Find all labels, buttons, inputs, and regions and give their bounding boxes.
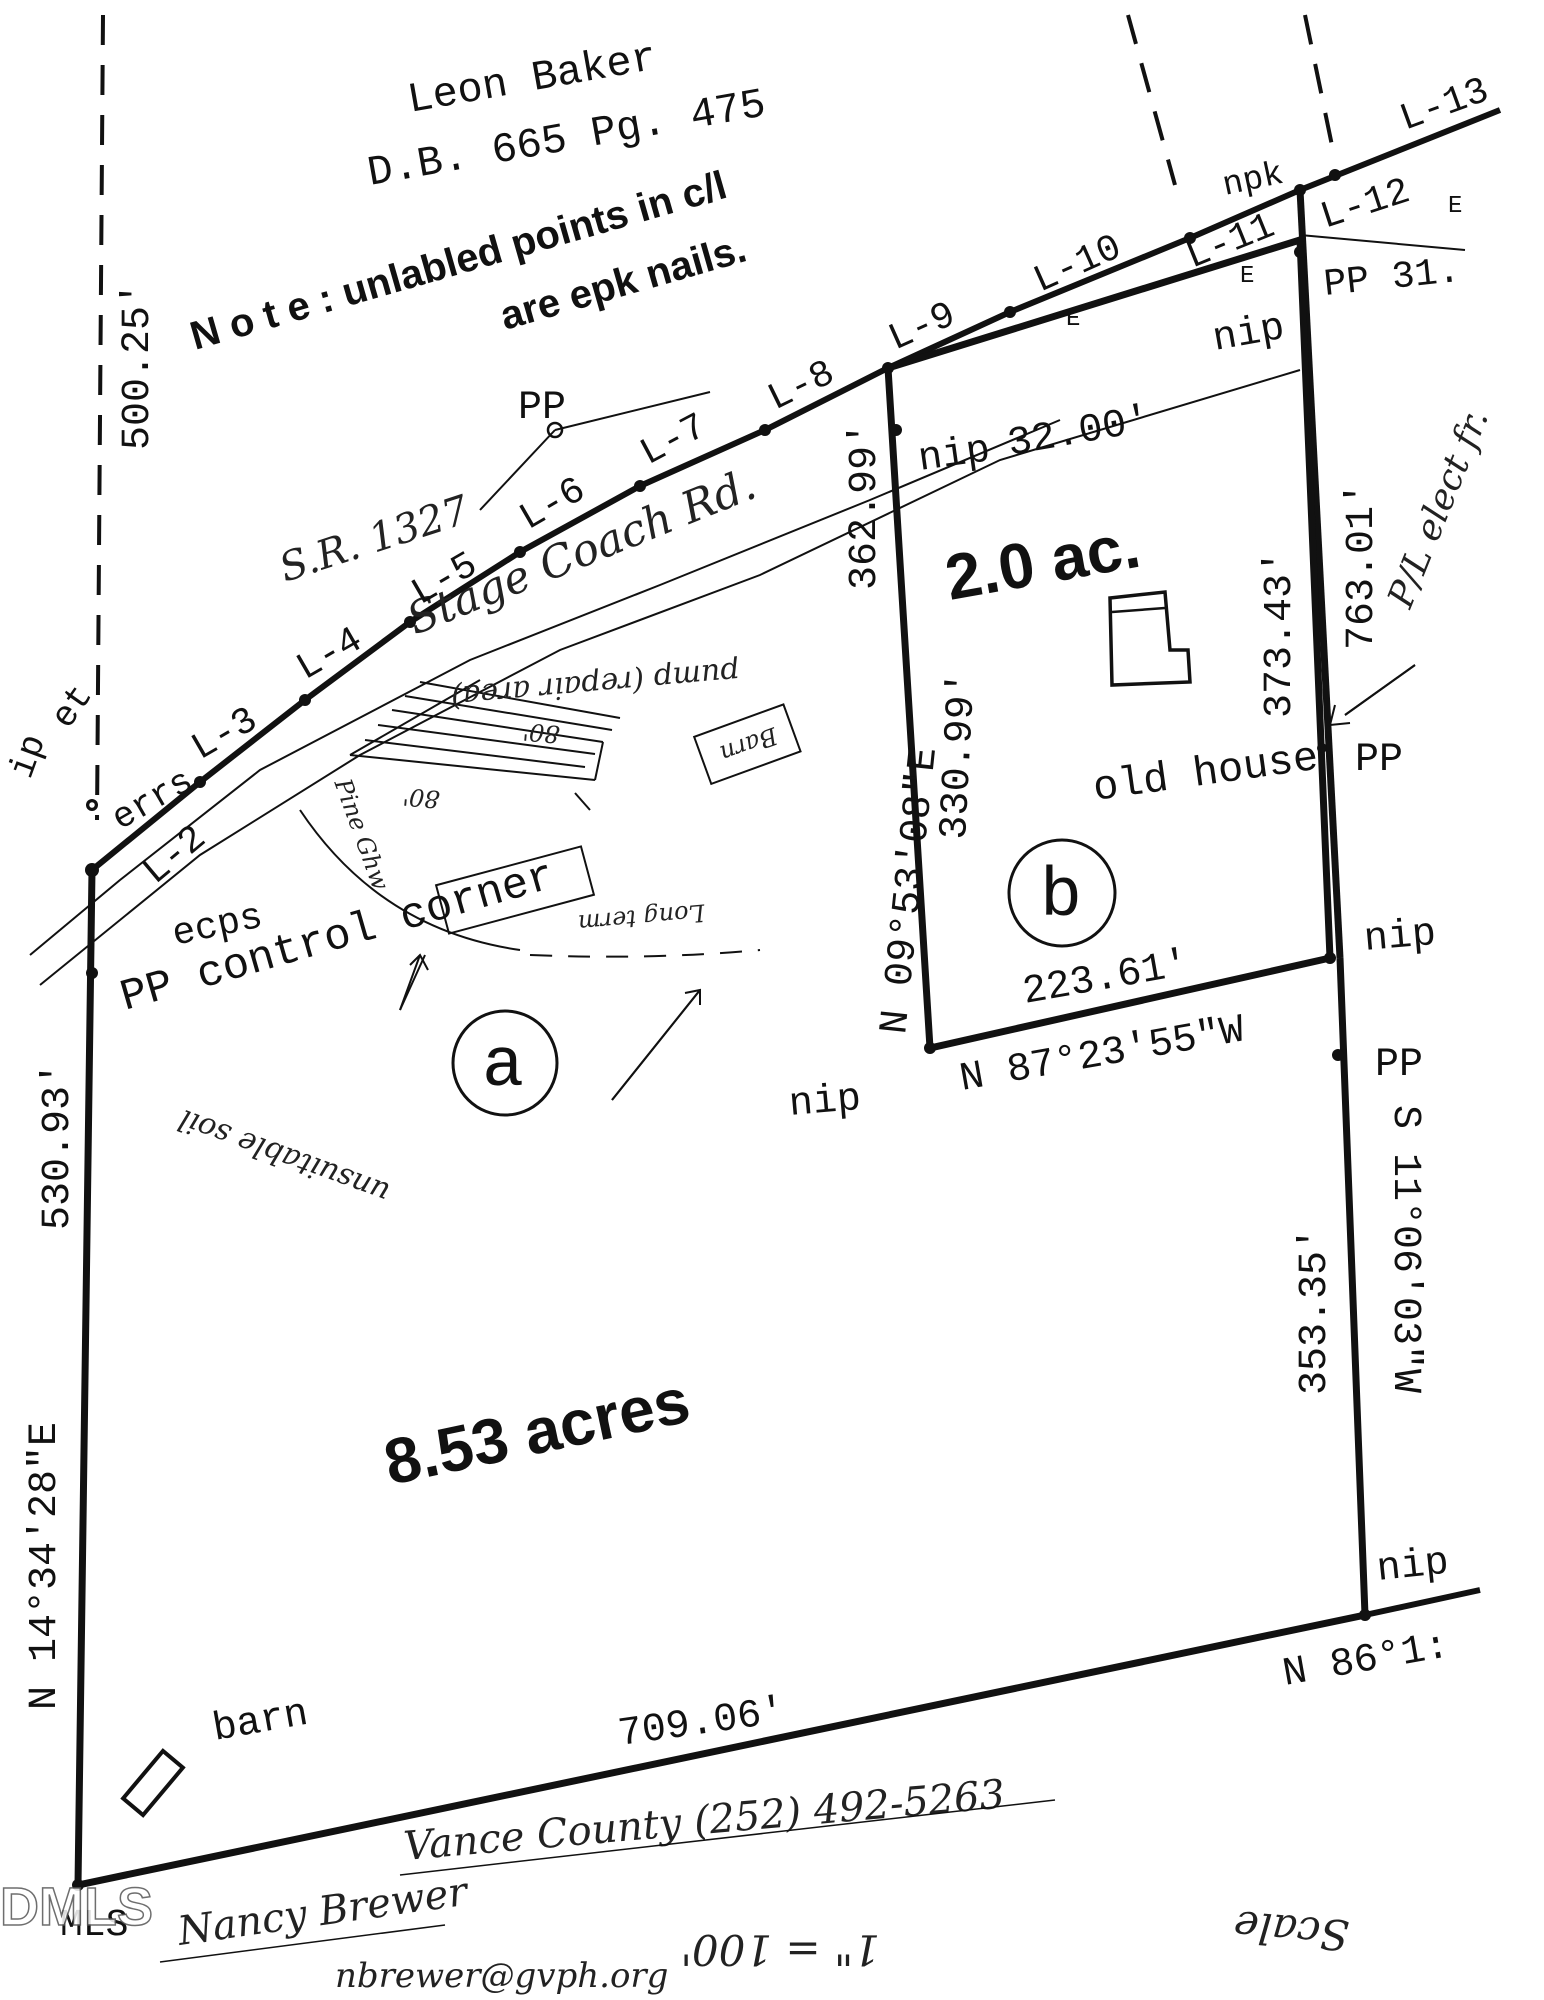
dim-b-east: 373.43' (1258, 550, 1303, 718)
dim-east-dist: 353.35' (1293, 1227, 1338, 1395)
adjoining-line-north-1 (1126, 14, 1177, 186)
adjoining-line-north-2 (1303, 14, 1337, 161)
barn-outline (120, 1748, 186, 1818)
road-edge-3 (1299, 234, 1466, 251)
dim-south-bearing: N 86°1: (1279, 1624, 1452, 1697)
dim-b-west-dist: 330.99' (933, 671, 987, 841)
marker-nip-b-top: nip (916, 428, 994, 483)
hw-email: nbrewer@gvph.org (335, 1956, 668, 1996)
hw-elect: P/L elect fr. (1380, 403, 1497, 614)
tract-b-label: b (1040, 858, 1082, 937)
dim-south-dist: 709.06' (616, 1690, 789, 1758)
tract-b-building: old house (1090, 734, 1321, 813)
dim-b-top: 32.00' (1004, 398, 1154, 467)
dim-west-bearing: N 14°34'28"E (23, 1422, 68, 1710)
tract-a-circle (451, 1009, 559, 1117)
pp-guy-lines (554, 391, 711, 431)
pp-guy-line-2 (479, 429, 556, 511)
marker-nip-south-right: nip (1375, 1541, 1451, 1593)
hw-dist-80b: 80' (401, 782, 440, 813)
marker-et: et (43, 677, 101, 736)
marker-e-2: E (1240, 263, 1254, 290)
hw-contact-underline (399, 1799, 1056, 1876)
old-house-footprint (1108, 590, 1192, 687)
hw-name: Nancy Brewer (174, 1868, 473, 1955)
dim-east-bearing: S 11°06'03"W (1382, 1105, 1427, 1393)
tract-a-area: 8.53 acres (378, 1364, 696, 1499)
hw-name-underline (159, 1924, 446, 1963)
watermark: DMLS (0, 1877, 153, 1937)
marker-pp-right-lower: PP (1375, 1043, 1423, 1088)
marker-barn: barn (209, 1692, 311, 1753)
south-line-extension (1364, 1587, 1481, 1618)
adjoining-line-west (95, 14, 105, 821)
marker-nip-top-right: nip (1209, 306, 1288, 363)
hw-unsuitable: unsuitable soil (174, 1102, 394, 1211)
marker-e-1: E (1066, 306, 1080, 333)
marker-ip: ip (2, 729, 55, 784)
tract-b-circle (1007, 838, 1117, 948)
hw-contact: Vance County (252) 492-5263 (402, 1772, 1007, 1870)
dim-b-south-dist: 223.61' (1019, 942, 1192, 1015)
hw-pine: Pine Ghw (328, 774, 395, 894)
line-label-l11: L-11 (1180, 205, 1281, 279)
hw-long-term: Long term (577, 898, 707, 937)
marker-nip-b-right: nip (1362, 912, 1438, 963)
marker-e-3: E (1448, 193, 1462, 220)
arrows (399, 664, 1416, 1101)
hw-pump-repair: pump (repair area) (450, 654, 742, 714)
road-centerline (90, 107, 1502, 873)
road-edge (39, 369, 1301, 986)
dim-east-total: 763.01' (1340, 482, 1385, 650)
house-detail (1111, 606, 1166, 614)
marker-pp-right: PP (1355, 738, 1403, 783)
hw-scale-word: Scale (1232, 1901, 1351, 1960)
line-label-l10: L-10 (1027, 227, 1128, 303)
survey-points (72, 169, 1371, 1891)
tract-a-boundary (74, 869, 1369, 1890)
marker-pp-top-right: PP 31. (1322, 250, 1463, 307)
tract-a-label: a (482, 1028, 524, 1107)
hw-dist-80a: 80' (521, 717, 560, 748)
dim-top-left: 500.25' (116, 282, 161, 450)
hw-scale: 1" = 100' (680, 1925, 880, 1974)
dim-west-dist: 530.93' (36, 1062, 81, 1230)
marker-nip-b-left: nip (787, 1077, 863, 1128)
dim-b-west-total: 362.99' (843, 422, 888, 590)
corner-label: MLS (60, 1904, 128, 1947)
marker-pp-road: PP (518, 386, 566, 431)
dim-b-south-bearing: N 87°23'55"W (956, 1008, 1247, 1102)
road-edge-2 (29, 419, 1061, 956)
line-label-l7: L-7 (633, 406, 714, 476)
